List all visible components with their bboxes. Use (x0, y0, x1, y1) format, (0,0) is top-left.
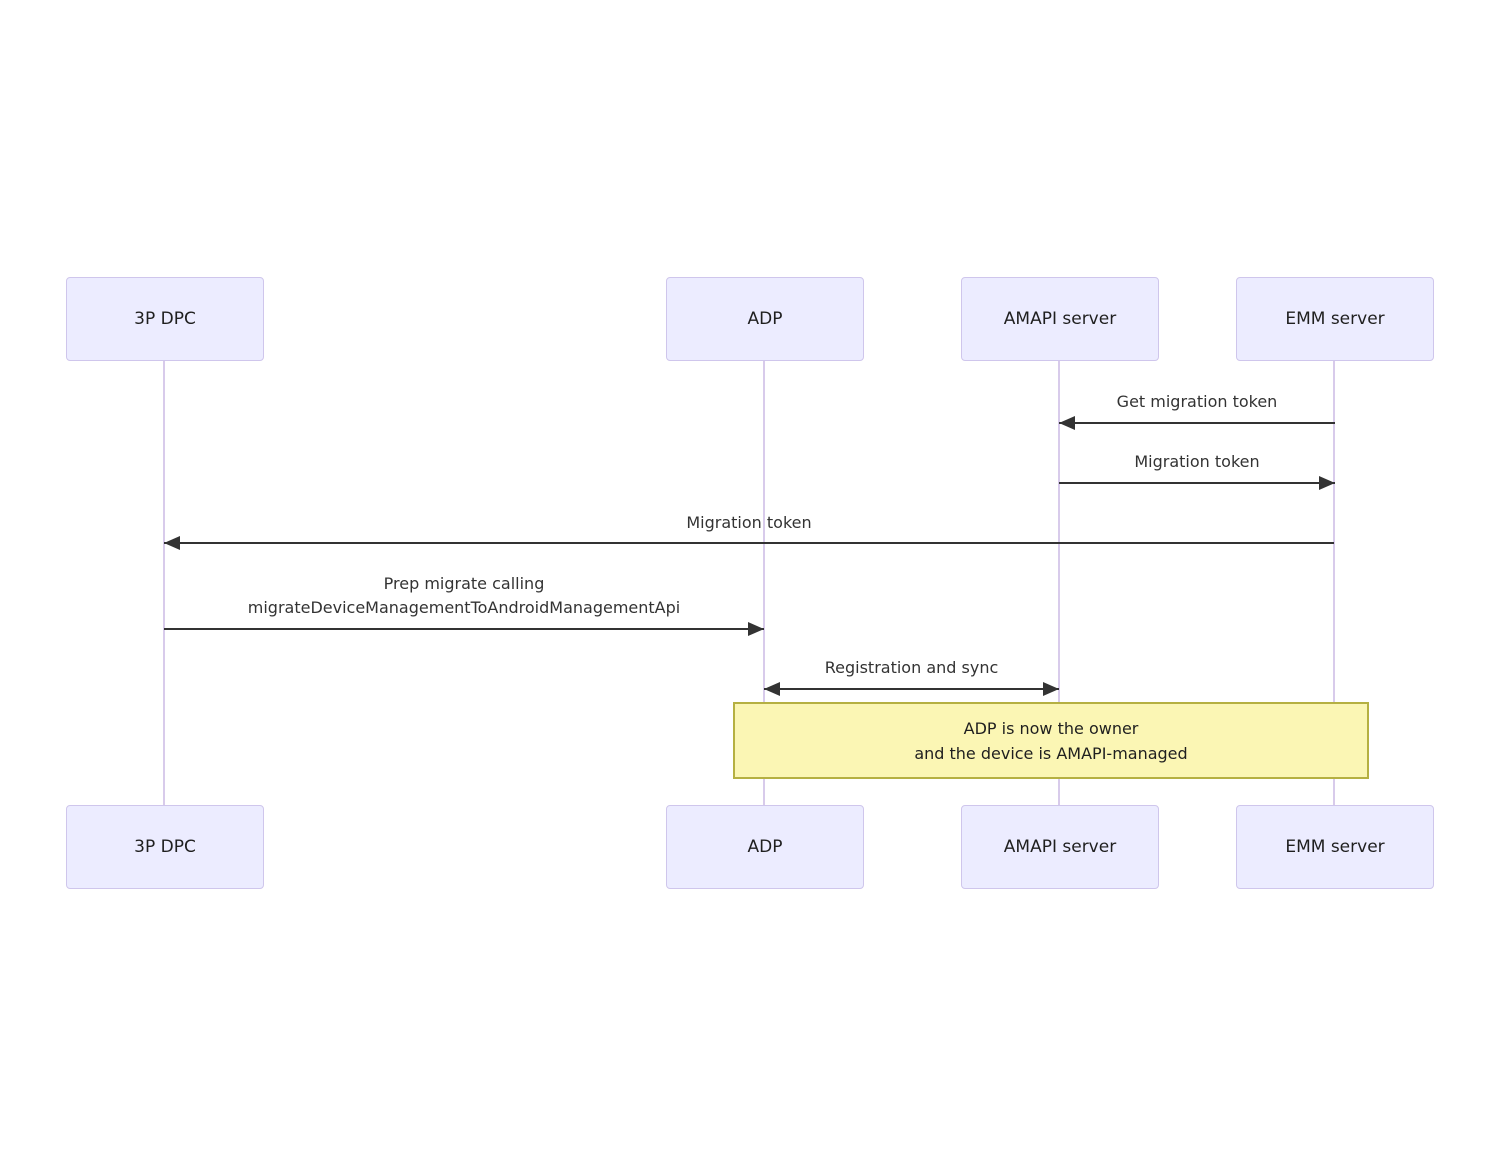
actor-label: EMM server (1285, 309, 1385, 329)
actor-label: ADP (747, 309, 783, 329)
note-label: ADP is now the owner and the device is A… (914, 718, 1188, 763)
message-migration-token-to-dpc-arrow (164, 536, 1334, 550)
lifeline-amapi-server (1058, 360, 1060, 806)
actor-label: EMM server (1285, 837, 1385, 857)
lifeline-adp (763, 360, 765, 806)
message-registration-sync-label: Registration and sync (824, 658, 999, 677)
note-adp-owner: ADP is now the owner and the device is A… (733, 702, 1369, 779)
message-get-migration-token-arrow (1059, 416, 1335, 430)
message-prep-migrate-label: Prep migrate calling migrateDeviceManage… (247, 574, 681, 617)
message-migration-token-to-dpc-label: Migration token (686, 513, 812, 532)
actor-emm-server-top: EMM server (1236, 277, 1434, 361)
actor-label: ADP (747, 837, 783, 857)
message-registration-sync-arrow (764, 682, 1059, 696)
actor-3p-dpc-top: 3P DPC (66, 277, 264, 361)
actor-amapi-server-bottom: AMAPI server (961, 805, 1159, 889)
actor-amapi-server-top: AMAPI server (961, 277, 1159, 361)
actor-adp-top: ADP (666, 277, 864, 361)
message-get-migration-token-label: Get migration token (1116, 392, 1278, 411)
lifeline-emm-server (1333, 360, 1335, 806)
message-migration-token-to-emm-arrow (1059, 476, 1335, 490)
actor-label: 3P DPC (134, 309, 196, 329)
actor-label: AMAPI server (1003, 309, 1117, 329)
actor-3p-dpc-bottom: 3P DPC (66, 805, 264, 889)
actor-label: 3P DPC (134, 837, 196, 857)
actor-label: AMAPI server (1003, 837, 1117, 857)
lifeline-3p-dpc (163, 360, 165, 806)
actor-emm-server-bottom: EMM server (1236, 805, 1434, 889)
message-prep-migrate-arrow (164, 622, 764, 636)
actor-adp-bottom: ADP (666, 805, 864, 889)
message-migration-token-to-emm-label: Migration token (1134, 452, 1260, 471)
